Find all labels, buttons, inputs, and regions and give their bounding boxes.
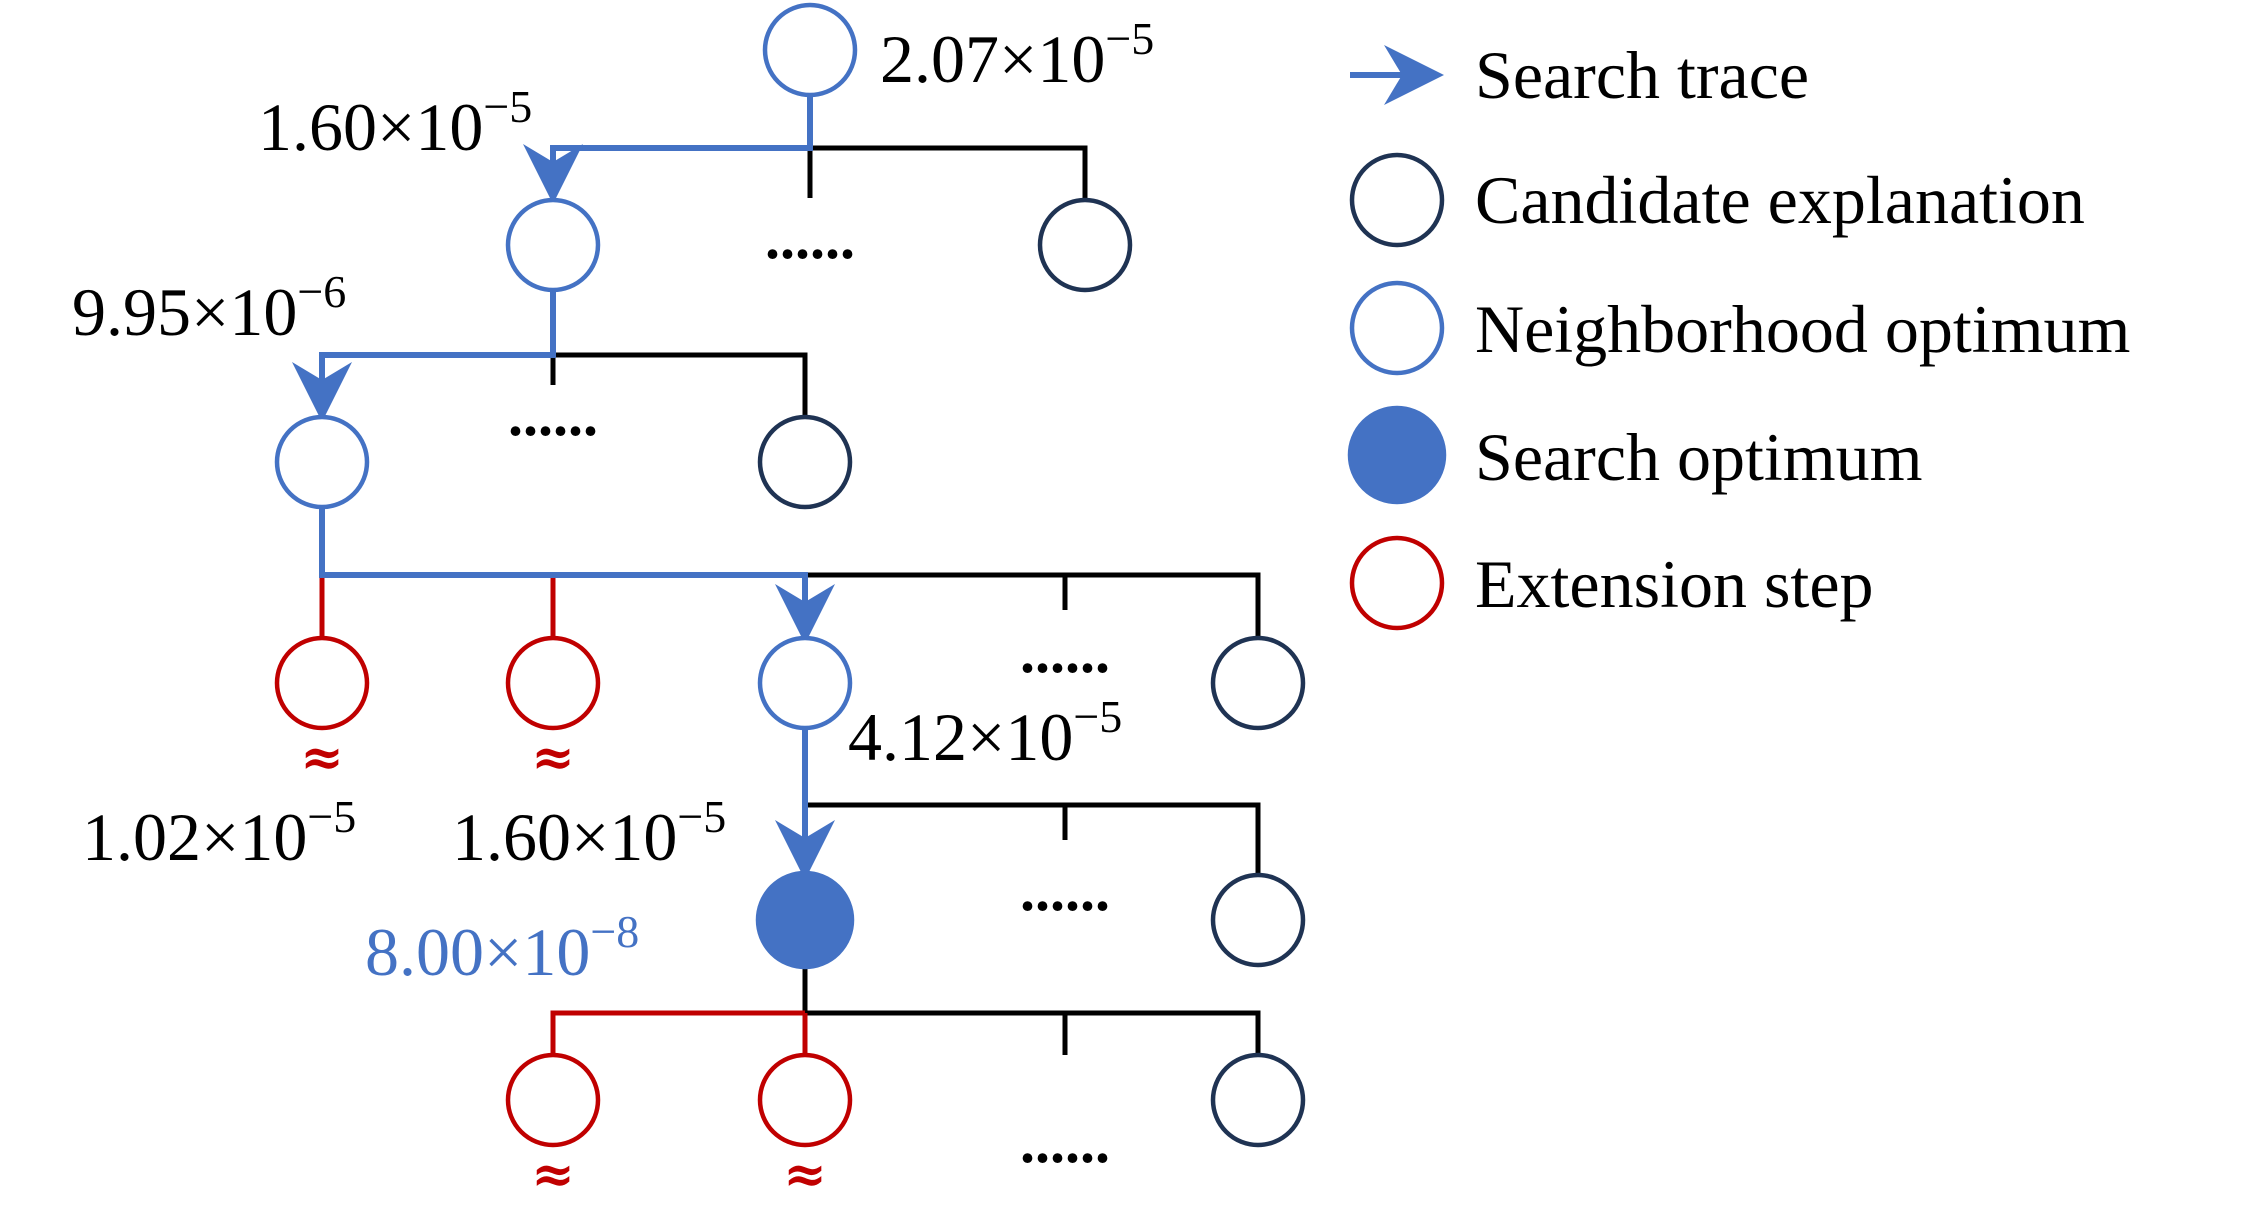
legend-item-search-optimum: Search optimum [1347, 405, 1923, 505]
level3-optimum-score-label: 4.12×10−5 [848, 691, 1122, 775]
legend-label: Neighborhood optimum [1475, 291, 2130, 367]
nodes [274, 2, 1306, 1148]
level3-extension-node-b [505, 635, 601, 731]
extension-a-score-label: 1.02×10−5 [82, 791, 356, 875]
legend-item-candidate-explanation: Candidate explanation [1349, 152, 2085, 248]
search-optimum-score-label: 8.00×10−8 [365, 906, 639, 990]
level4-candidate-node [1210, 872, 1306, 968]
legend-label: Search trace [1475, 37, 1809, 113]
approx-symbol: ≈ [300, 727, 344, 788]
level3-extension-node-a [274, 635, 370, 731]
score-labels: 2.07×10−5 1.60×10−5 9.95×10−6 4.12×10−5 … [72, 13, 1154, 990]
legend-label: Candidate explanation [1475, 162, 2085, 238]
level5-candidate-node [1210, 1052, 1306, 1148]
level3-candidate-node [1210, 635, 1306, 731]
dark-circle-icon [1349, 152, 1445, 248]
search-optimum-node [755, 870, 855, 970]
level1-optimum-node [505, 197, 601, 293]
root-score-label: 2.07×10−5 [880, 13, 1154, 97]
ellipsis: ...... [765, 205, 855, 271]
ellipses: ...... ...... ...... ...... ...... [508, 205, 1110, 1175]
red-circle-icon [1349, 535, 1445, 631]
ellipsis: ...... [1020, 1109, 1110, 1175]
approx-symbols: ≈ ≈ ≈ ≈ [300, 727, 827, 1205]
legend: Search trace Candidate explanation Neigh… [1347, 37, 2130, 631]
tree-connectors [550, 145, 1261, 1055]
level2-optimum-node [274, 414, 370, 510]
approx-symbol: ≈ [531, 1144, 575, 1205]
legend-label: Search optimum [1475, 419, 1923, 495]
legend-item-search-trace: Search trace [1350, 37, 1809, 113]
level1-candidate-node [1037, 197, 1133, 293]
level1-score-label: 1.60×10−5 [258, 81, 532, 165]
level3-optimum-node [757, 635, 853, 731]
legend-item-extension-step: Extension step [1349, 535, 1874, 631]
extension-connectors [319, 575, 808, 1055]
legend-label: Extension step [1475, 546, 1874, 622]
level2-score-label: 9.95×10−6 [72, 266, 346, 350]
level2-candidate-node [757, 414, 853, 510]
ellipsis: ...... [1020, 619, 1110, 685]
legend-item-neighborhood-optimum: Neighborhood optimum [1349, 280, 2130, 376]
extension-b-score-label: 1.60×10−5 [452, 791, 726, 875]
level5-extension-node-a [505, 1052, 601, 1148]
approx-symbol: ≈ [531, 727, 575, 788]
search-trace [292, 95, 835, 880]
root-node [762, 2, 858, 98]
approx-symbol: ≈ [783, 1144, 827, 1205]
filled-blue-circle-icon [1347, 405, 1447, 505]
blue-circle-icon [1349, 280, 1445, 376]
ellipsis: ...... [1020, 857, 1110, 923]
ellipsis: ...... [508, 382, 598, 448]
level5-extension-node-b [757, 1052, 853, 1148]
